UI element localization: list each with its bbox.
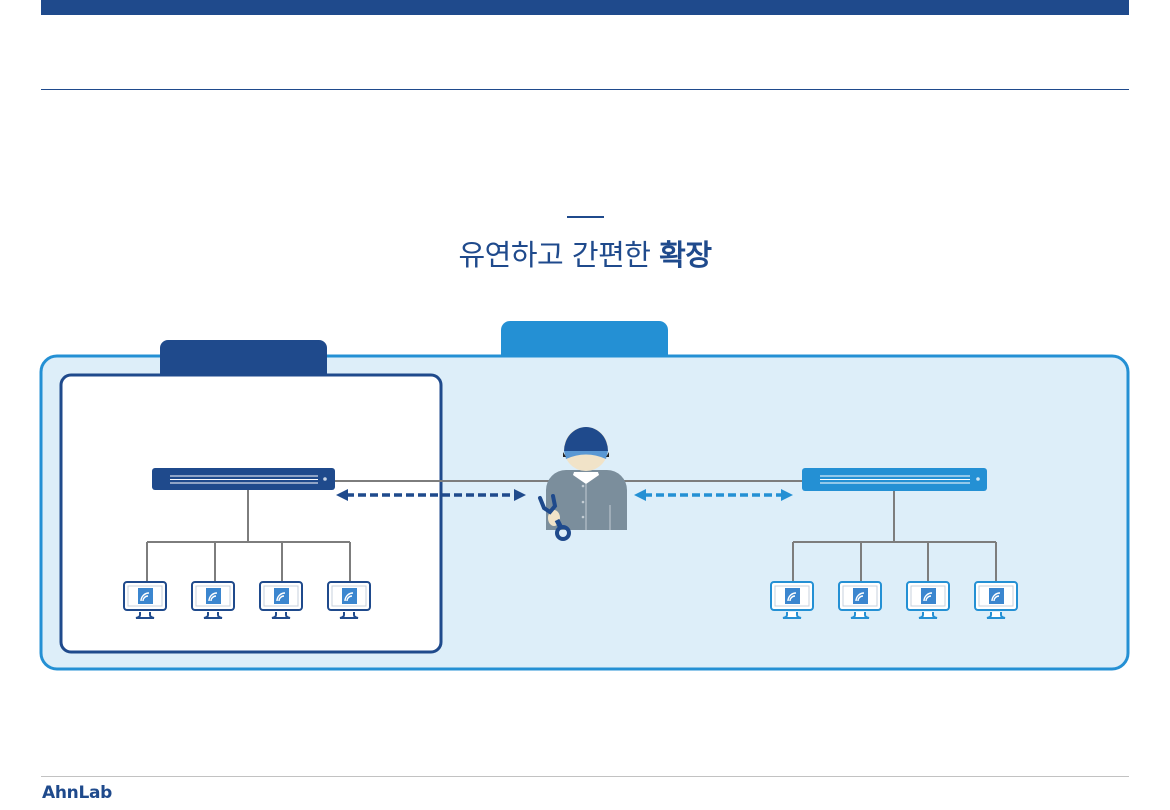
title-bold: 확장 [659, 238, 712, 272]
left-client-pc [327, 581, 371, 619]
right-client-pc [770, 581, 814, 619]
title-accent-line [567, 216, 604, 218]
right-client-pc [974, 581, 1018, 619]
right-network-tree [792, 491, 997, 582]
left-client-list [123, 581, 371, 619]
right-client-pc [838, 581, 882, 619]
left-sync-arrow [336, 489, 526, 501]
left-group-box [59, 373, 443, 654]
left-client-pc [259, 581, 303, 619]
footer-divider [41, 776, 1129, 777]
page-title: 유연하고 간편한 확장 [0, 232, 1170, 274]
right-client-pc [906, 581, 950, 619]
left-group-tab [160, 340, 327, 376]
ahnlab-logo: AhnLab [42, 783, 113, 803]
top-banner-bar [41, 0, 1129, 15]
right-group-tab [501, 321, 668, 356]
right-sync-arrow [634, 489, 793, 501]
left-server [152, 468, 335, 490]
right-client-list [770, 581, 1018, 619]
header-divider [41, 89, 1129, 90]
technician-icon [538, 427, 627, 541]
title-regular: 유연하고 간편한 [458, 238, 660, 272]
left-client-pc [123, 581, 167, 619]
right-server [802, 468, 987, 491]
left-network-tree [146, 490, 351, 582]
left-client-pc [191, 581, 235, 619]
